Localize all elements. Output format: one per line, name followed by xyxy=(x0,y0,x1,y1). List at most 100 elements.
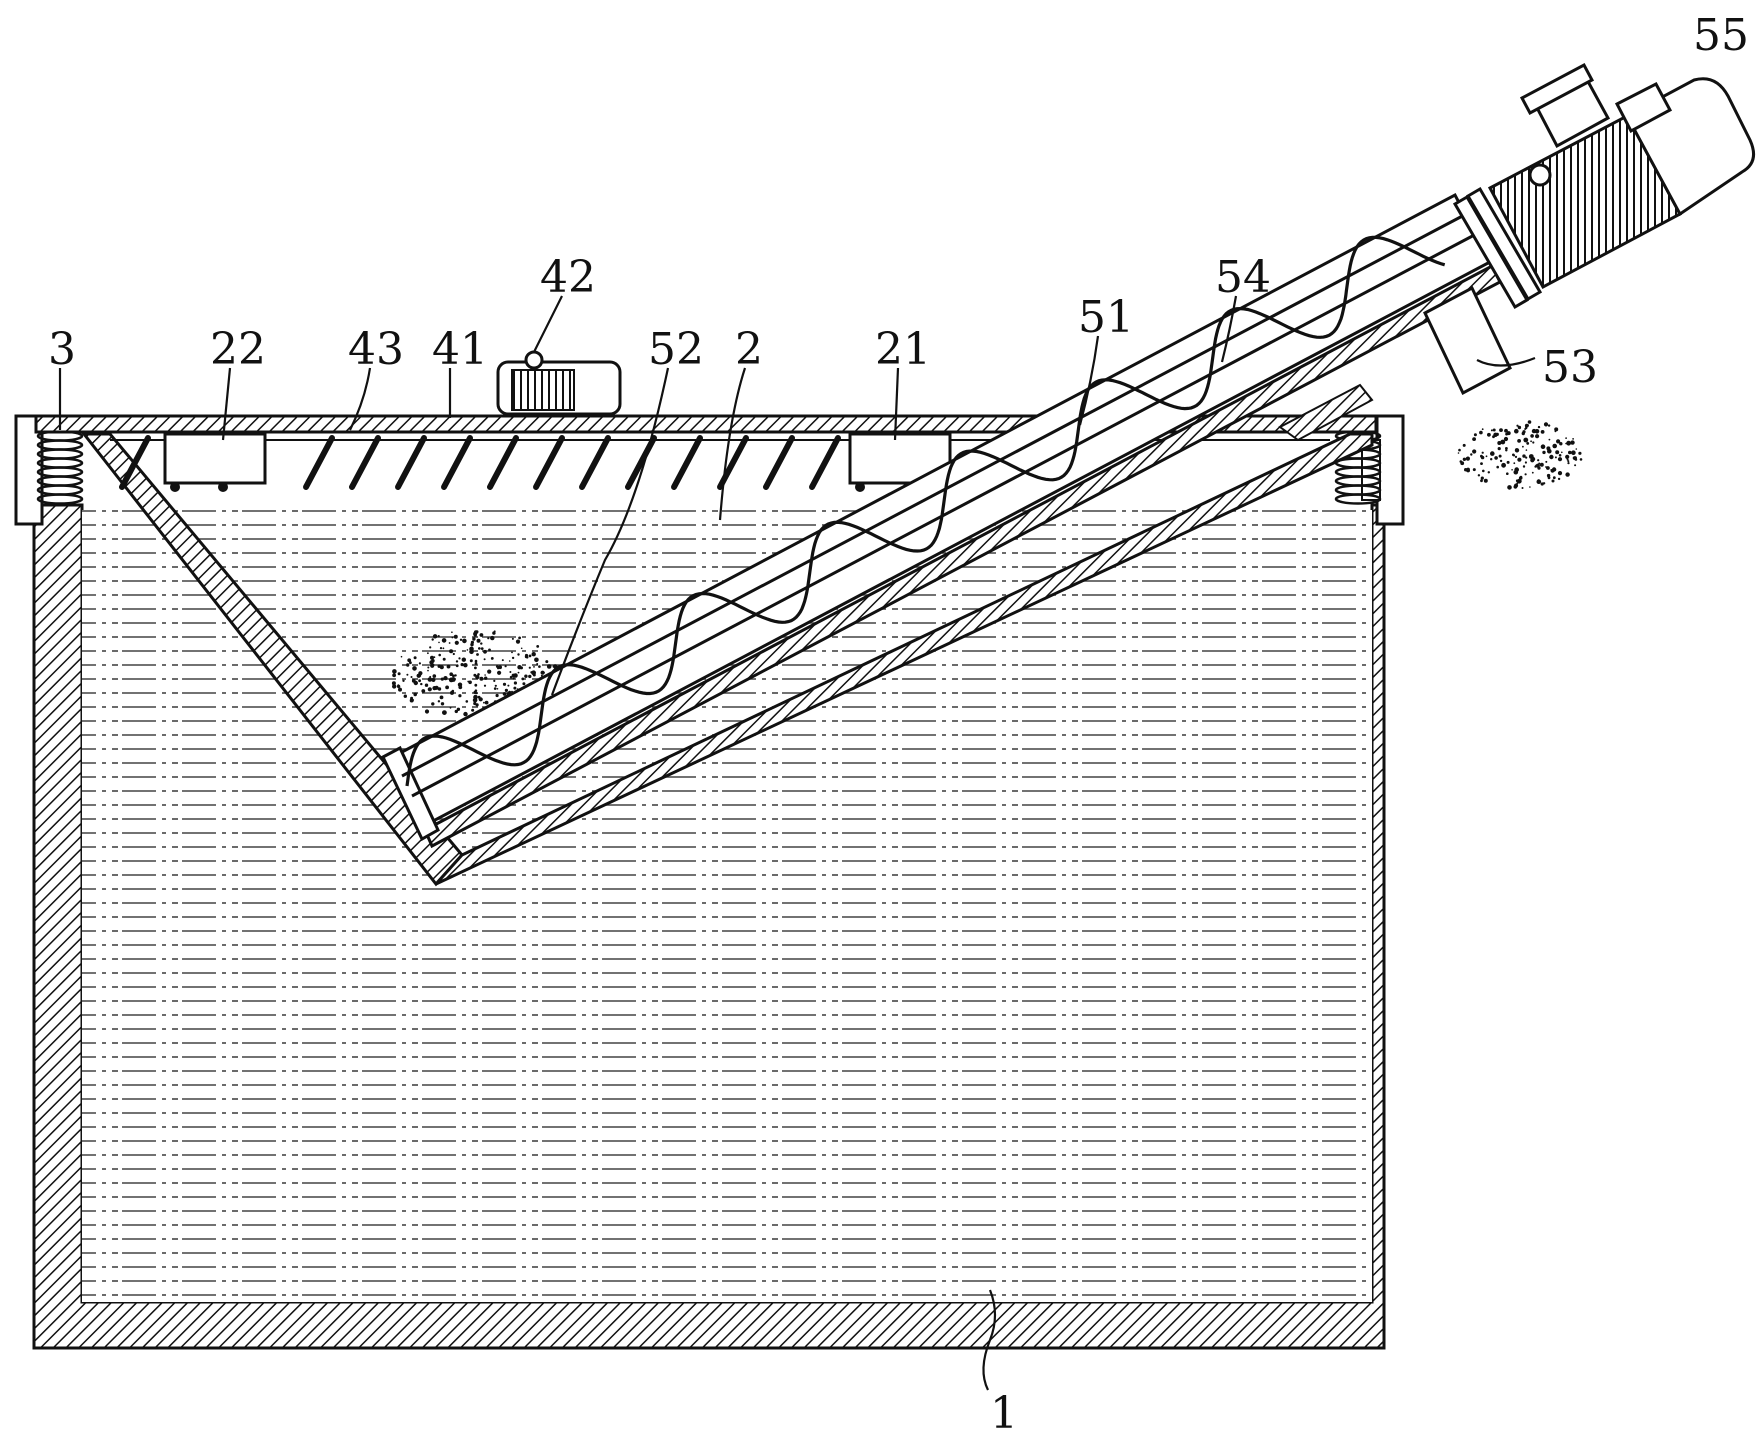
auger-shaft-top xyxy=(401,210,1471,778)
particle xyxy=(511,637,514,640)
particle xyxy=(418,671,423,676)
particle xyxy=(443,676,448,681)
particle xyxy=(508,690,512,694)
particle xyxy=(1487,432,1491,437)
particle xyxy=(1554,456,1557,459)
particle xyxy=(1540,430,1545,434)
leader-43 xyxy=(349,367,372,431)
particle xyxy=(427,652,429,655)
particle xyxy=(1514,428,1519,434)
particle xyxy=(412,666,417,671)
particle xyxy=(517,671,520,674)
particle xyxy=(480,642,483,645)
leader-54 xyxy=(1220,295,1238,363)
particle xyxy=(439,647,443,650)
particle xyxy=(1531,471,1534,474)
particle xyxy=(475,703,479,707)
particle xyxy=(545,660,549,664)
particle xyxy=(1485,455,1488,458)
particle xyxy=(452,652,455,656)
particle xyxy=(1575,448,1578,450)
particle xyxy=(513,681,518,685)
particle xyxy=(445,685,449,690)
particle xyxy=(1513,484,1518,489)
top-motor xyxy=(496,350,622,416)
particle xyxy=(463,663,468,668)
particle xyxy=(508,660,511,662)
outlet-chute xyxy=(1423,285,1512,396)
particle xyxy=(1566,458,1569,461)
particle xyxy=(467,680,470,683)
particle xyxy=(1490,451,1495,456)
label-3: 3 xyxy=(48,324,76,375)
particle xyxy=(533,666,535,668)
particle xyxy=(1567,462,1570,465)
leader-53 xyxy=(1476,356,1536,367)
particle xyxy=(440,677,444,681)
particle xyxy=(1498,454,1502,458)
lifting-eye xyxy=(1528,163,1552,187)
particle xyxy=(1557,457,1563,462)
particle xyxy=(438,653,442,657)
labels: 3 22 43 41 42 52 2 21 51 54 53 55 1 xyxy=(48,10,1749,1439)
particle xyxy=(1524,428,1527,430)
auger-tube-bottom xyxy=(1278,383,1374,442)
particle xyxy=(406,663,410,667)
flange xyxy=(1452,186,1543,310)
particle xyxy=(1506,460,1510,464)
particle xyxy=(1552,443,1557,449)
particle xyxy=(458,657,461,660)
particle xyxy=(528,654,532,658)
particle xyxy=(1531,428,1537,434)
particle xyxy=(534,657,539,663)
particle xyxy=(483,658,486,661)
particle xyxy=(1542,450,1546,455)
particle xyxy=(449,706,452,709)
particle xyxy=(424,709,430,714)
particle xyxy=(1515,448,1519,452)
particle xyxy=(465,700,469,703)
scraper-blade xyxy=(119,435,151,490)
particle xyxy=(1513,462,1516,465)
particle xyxy=(1480,454,1483,458)
particle xyxy=(511,651,513,654)
particle xyxy=(490,635,495,641)
particle xyxy=(1506,472,1509,476)
particle xyxy=(1466,468,1470,473)
particle xyxy=(1549,454,1554,460)
particle xyxy=(1501,462,1506,468)
particle xyxy=(512,677,515,680)
particle xyxy=(472,697,478,703)
particle xyxy=(1480,479,1483,483)
scraper-blade xyxy=(487,435,519,490)
particle xyxy=(1540,482,1544,486)
particle xyxy=(546,664,552,669)
particle xyxy=(1524,461,1527,464)
particle xyxy=(524,653,529,658)
particle xyxy=(459,638,463,641)
particle xyxy=(536,645,540,648)
particle xyxy=(454,640,459,645)
spring-left xyxy=(36,430,84,505)
particle xyxy=(1522,465,1526,468)
particle xyxy=(458,685,463,690)
particle xyxy=(1457,452,1460,454)
particle xyxy=(488,648,491,652)
particle xyxy=(1499,459,1503,463)
particle xyxy=(455,664,459,668)
particle xyxy=(402,679,405,682)
particle xyxy=(429,646,432,649)
particle xyxy=(502,692,507,696)
particle xyxy=(476,653,479,656)
leader-51 xyxy=(1078,335,1100,426)
particle xyxy=(473,701,477,706)
particle xyxy=(1481,451,1484,454)
particle xyxy=(1472,468,1476,472)
particle xyxy=(1515,479,1519,483)
particle xyxy=(1514,455,1518,458)
particle xyxy=(1517,457,1522,462)
leader-52 xyxy=(550,367,670,696)
particle xyxy=(483,701,485,704)
particle xyxy=(1535,463,1540,468)
